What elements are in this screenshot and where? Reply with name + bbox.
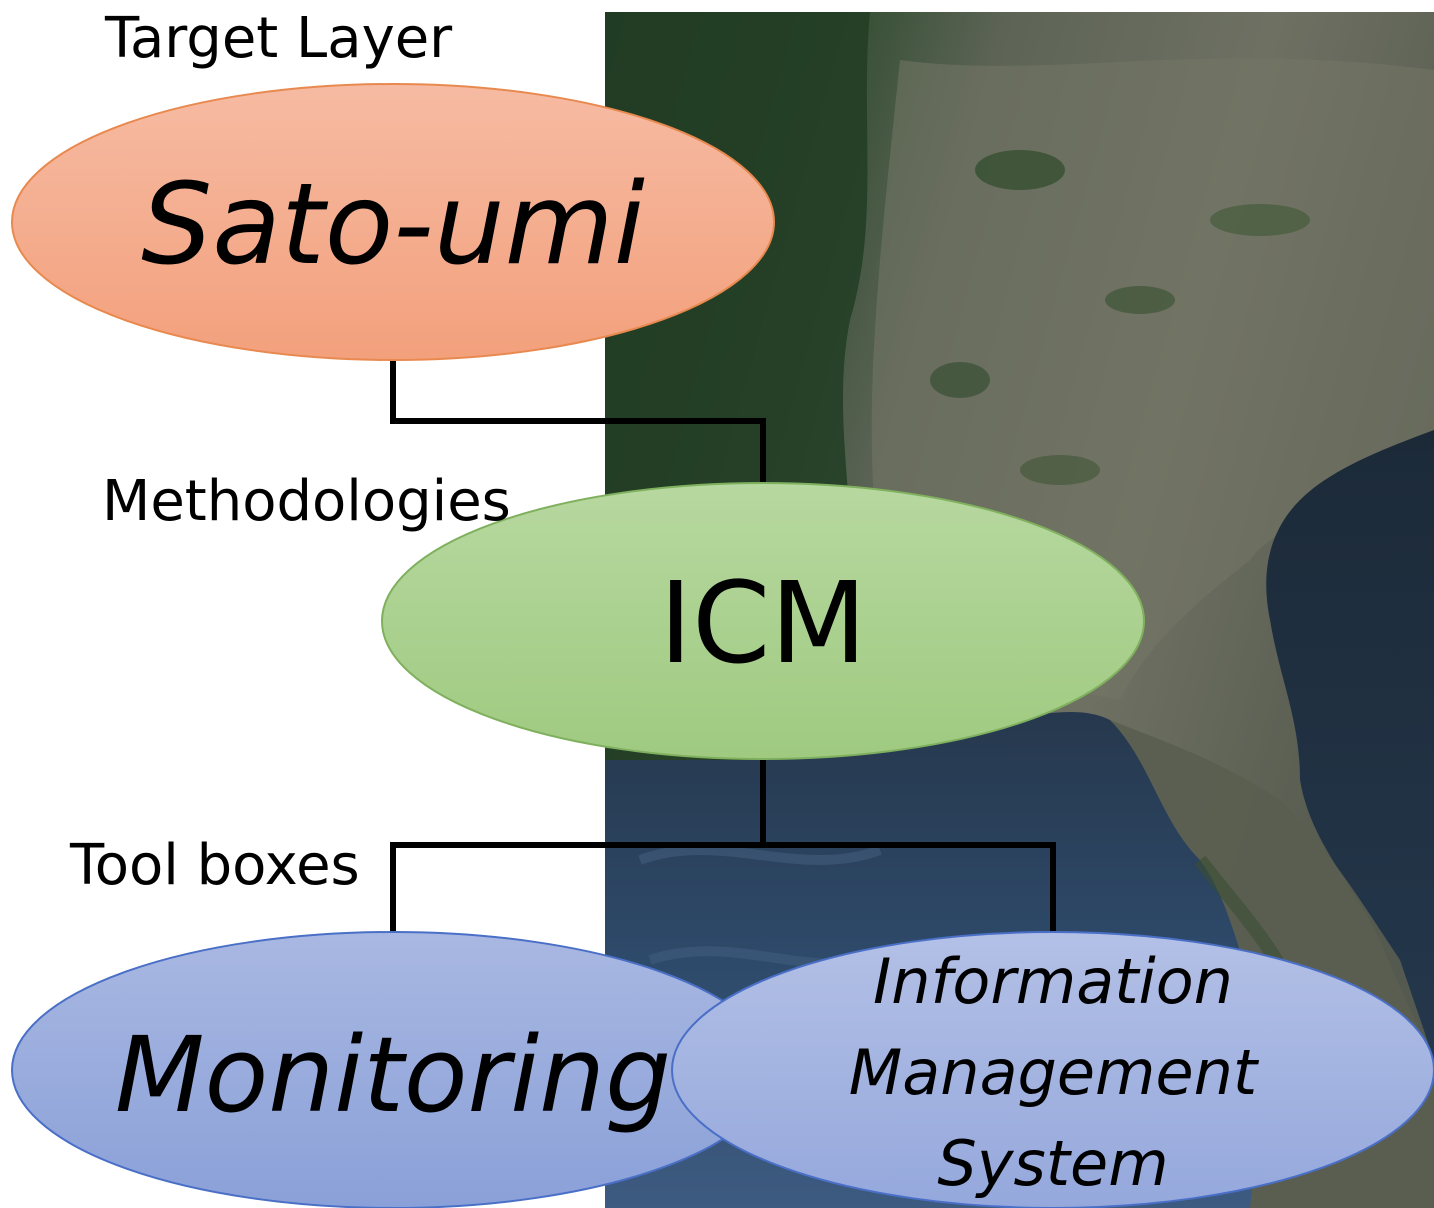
connector-to-monitoring (390, 842, 1056, 932)
node-information-management-system: Information Management System (671, 931, 1434, 1208)
node-ims-line-2: Management (849, 1036, 1260, 1109)
node-sato-umi-label: Sato-umi (141, 160, 645, 290)
node-ims-line-1: Information (873, 945, 1233, 1018)
connector-sato-to-icm (390, 360, 766, 483)
node-icm: ICM (381, 482, 1145, 760)
node-ims-line-3: System (937, 1127, 1168, 1200)
layer-label-methodologies: Methodologies (102, 469, 511, 534)
node-monitoring: Monitoring (11, 931, 775, 1208)
node-monitoring-label: Monitoring (115, 1014, 671, 1136)
connector-lines (390, 360, 1056, 932)
layer-label-target: Target Layer (104, 6, 453, 71)
layer-label-toolboxes: Tool boxes (69, 833, 360, 898)
node-sato-umi: Sato-umi (11, 83, 775, 361)
node-icm-label: ICM (659, 559, 867, 689)
